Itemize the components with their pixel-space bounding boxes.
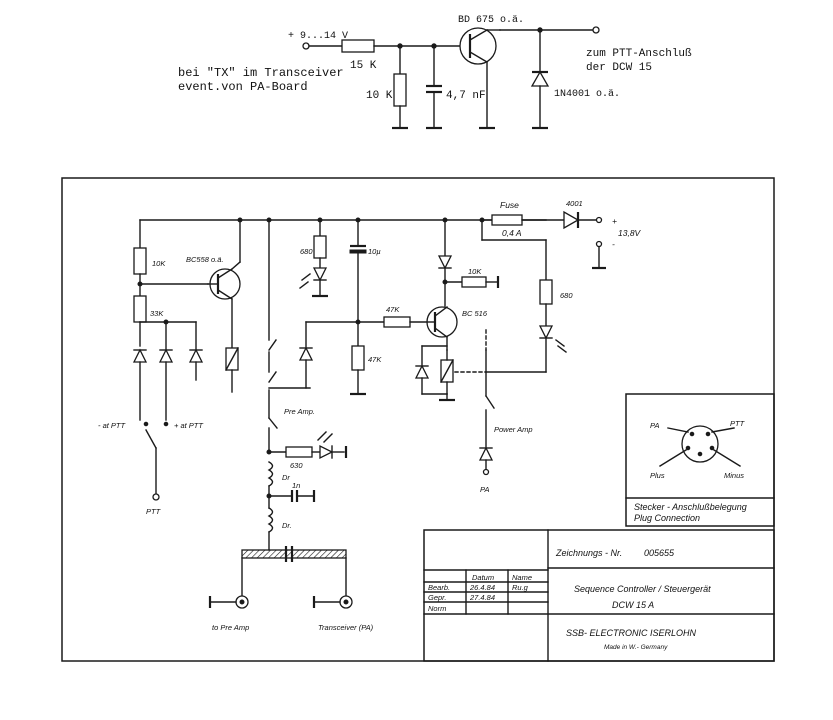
- pin-pa-label: PA: [650, 421, 659, 430]
- row-bearb: Bearb.: [428, 583, 450, 592]
- diode-left-1: [132, 348, 148, 363]
- coax-line: [241, 549, 347, 559]
- choke-2-label: Dr.: [282, 521, 292, 530]
- resistor-15k: [341, 39, 375, 53]
- fuse-label: Fuse: [500, 200, 519, 210]
- note-line-1: bei "TX" im Transceiver: [178, 66, 344, 80]
- pin-minus-label: Minus: [724, 471, 744, 480]
- led-2: [538, 325, 554, 340]
- transistor-bd675-label: BD 675 o.ä.: [458, 14, 524, 26]
- connector-caption-en: Plug Connection: [634, 513, 700, 523]
- main-circuit: Fuse 0,4 A 4001 + - 13,8V 10K 33K BC558 …: [98, 199, 642, 632]
- choke-1: [267, 461, 274, 487]
- transceiver-label: Transceiver (PA): [318, 623, 374, 632]
- resistor-15k-label: 15 K: [350, 60, 377, 72]
- pin-ptt-label: PTT: [730, 419, 746, 428]
- cap-10u-label: 10µ: [368, 247, 381, 256]
- diode-4001-label: 4001: [566, 199, 583, 208]
- resistor-10k-left: [133, 247, 147, 275]
- resistor-33k-label: 33K: [150, 309, 164, 318]
- transistor-bd675: [459, 27, 497, 65]
- fuse: [491, 214, 523, 226]
- resistor-10k-right: [461, 276, 487, 288]
- diode-right-bottom: [414, 364, 430, 379]
- diode-1n4001: [530, 70, 550, 87]
- resistor-10k-left-label: 10K: [152, 259, 166, 268]
- pa-terminal: [482, 468, 490, 476]
- led-1: [312, 267, 328, 282]
- top-ptt-circuit: + 9...14 V 15 K 10 K 4,7 nF BD 675 o.ä.: [178, 14, 692, 130]
- resistor-10k-right-label: 10K: [468, 267, 482, 276]
- target-line-2: der DCW 15: [586, 62, 652, 74]
- diode-pa: [478, 446, 494, 461]
- supply-terminal: [302, 42, 310, 50]
- resistor-630: [285, 446, 313, 458]
- led-pre-amp: [319, 444, 334, 460]
- drawing-title: Sequence Controller / Steuergerät: [574, 584, 711, 594]
- resistor-47k-series: [383, 316, 411, 328]
- ptt-output-terminal: [592, 26, 600, 34]
- resistor-47k-shunt-label: 47K: [368, 355, 382, 364]
- choke-2: [267, 507, 274, 533]
- resistor-10k-label: 10 K: [366, 90, 393, 102]
- diode-left-2: [158, 348, 174, 363]
- diode-4001: [563, 210, 580, 230]
- ptt-terminal: [152, 493, 160, 501]
- transistor-bc516-label: BC 516: [462, 309, 488, 318]
- title-block: Zeichnungs - Nr. 005655 Datum Name Bearb…: [423, 529, 775, 662]
- supply-plus-terminal: [595, 216, 603, 224]
- supply-minus-terminal: [595, 240, 603, 248]
- minus-ptt-label: - at PTT: [98, 421, 127, 430]
- drawing-no-label: Zeichnungs - Nr.: [555, 548, 622, 558]
- diode-mid: [298, 346, 314, 361]
- resistor-630-label: 630: [290, 461, 303, 470]
- made-in: Made in W.- Germany: [604, 644, 668, 651]
- power-amp-label: Power Amp: [494, 425, 533, 434]
- capacitor-4n7-label: 4,7 nF: [446, 90, 486, 102]
- cap-1n-label: 1n: [292, 481, 300, 490]
- resistor-680-right-label: 680: [560, 291, 573, 300]
- company-name: SSB- ELECTRONIC ISERLOHN: [566, 628, 697, 638]
- gepr-date: 27.4.84: [469, 593, 495, 602]
- fuse-value: 0,4 A: [502, 228, 522, 238]
- supply-plus-label: +: [612, 216, 617, 226]
- supply-label: + 9...14 V: [288, 31, 348, 42]
- bearb-date: 26.4.84: [469, 583, 495, 592]
- resistor-10k-shunt: [393, 73, 407, 107]
- row-norm: Norm: [428, 604, 446, 613]
- resistor-47k-shunt: [351, 345, 365, 371]
- note-line-2: event.von PA-Board: [178, 80, 308, 94]
- choke-1-label: Dr: [282, 473, 290, 482]
- drawing-no: 005655: [644, 548, 675, 558]
- pin-plus-label: Plus: [650, 471, 665, 480]
- connector-caption-de: Stecker - Anschlußbelegung: [634, 502, 747, 512]
- pre-amp-label: Pre Amp.: [284, 407, 315, 416]
- col-name: Name: [512, 573, 532, 582]
- resistor-47k-series-label: 47K: [386, 305, 400, 314]
- diode-right-top: [437, 255, 453, 270]
- to-pre-amp-label: to Pre Amp: [212, 623, 249, 632]
- supply-voltage-label: 13,8V: [618, 228, 642, 238]
- plus-ptt-label: + at PTT: [174, 421, 204, 430]
- row-gepr: Gepr.: [428, 593, 446, 602]
- resistor-33k: [133, 295, 147, 323]
- transistor-bc558-label: BC558 o.ä.: [186, 255, 224, 264]
- connector-box: PA PTT Plus Minus Stecker - Anschlußbele…: [625, 393, 775, 527]
- target-line-1: zum PTT-Anschluß: [586, 48, 692, 60]
- drawing-model: DCW 15 A: [612, 600, 654, 610]
- pa-label: PA: [480, 485, 489, 494]
- ptt-label: PTT: [146, 507, 162, 516]
- bearb-name: Ru.g: [512, 583, 529, 592]
- diode-left-3: [188, 348, 204, 363]
- resistor-680-led-label: 680: [300, 247, 313, 256]
- supply-minus-label: -: [612, 239, 615, 249]
- diode-1n4001-label: 1N4001 o.ä.: [554, 88, 620, 100]
- col-datum: Datum: [472, 573, 494, 582]
- resistor-680-right: [539, 279, 553, 305]
- resistor-680-led: [313, 235, 327, 259]
